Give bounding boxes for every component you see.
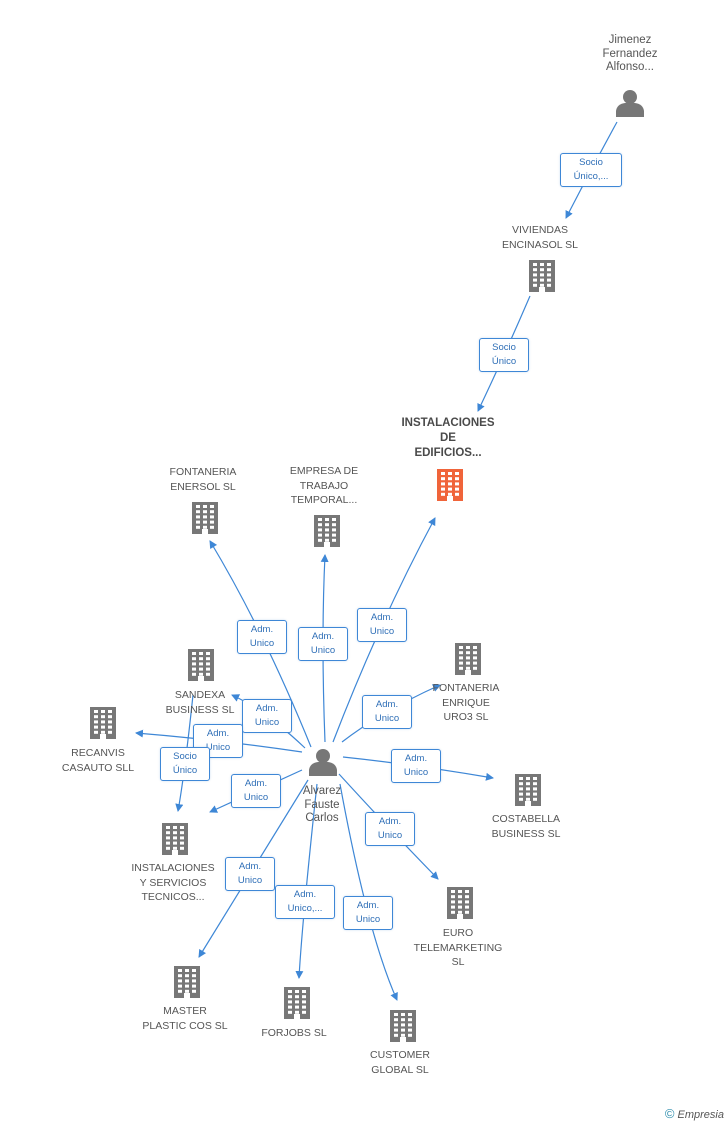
- edge-label[interactable]: Adm. Unico: [343, 896, 393, 930]
- node-label-customer-global[interactable]: CUSTOMER GLOBAL SL: [370, 1049, 430, 1076]
- building-icon[interactable]: [314, 515, 340, 547]
- node-label-viviendas[interactable]: VIVIENDAS ENCINASOL SL: [501, 224, 579, 251]
- building-icon[interactable]: [455, 643, 481, 675]
- building-icon[interactable]: [174, 966, 200, 998]
- edge-label[interactable]: Adm. Unico: [237, 620, 287, 654]
- edge-label[interactable]: Adm. Unico: [365, 812, 415, 846]
- building-icon[interactable]: [390, 1010, 416, 1042]
- node-label-instalaciones[interactable]: INSTALACIONES DE EDIFICIOS...: [401, 417, 495, 459]
- edge-label[interactable]: Adm. Unico: [225, 857, 275, 891]
- node-label-master-plastic[interactable]: MASTER PLASTIC COS SL: [142, 1005, 228, 1032]
- node-label-sandexa[interactable]: SANDEXA BUSINESS SL: [165, 689, 235, 716]
- node-label-recanvis[interactable]: RECANVIS CASAUTO SLL: [61, 747, 135, 774]
- edge-label[interactable]: Adm. Unico: [193, 724, 243, 758]
- node-label-inst-servicios[interactable]: INSTALACIONES Y SERVICIOS TECNICOS...: [131, 862, 215, 903]
- node-label-euro-tele[interactable]: EURO TELEMARKETING SL: [413, 927, 503, 968]
- edge-label[interactable]: Adm. Unico: [362, 695, 412, 729]
- node-label-fontaneria-enrique[interactable]: FONTANERIA ENRIQUE URO3 SL: [432, 682, 500, 723]
- edge-label[interactable]: Adm. Unico: [357, 608, 407, 642]
- person-icon[interactable]: [309, 749, 337, 776]
- node-label-empresa-trabajo[interactable]: EMPRESA DE TRABAJO TEMPORAL...: [289, 465, 359, 506]
- building-icon[interactable]: [188, 649, 214, 681]
- edge-label[interactable]: Socio Único: [479, 338, 529, 372]
- copyright-symbol: ©: [664, 1106, 675, 1121]
- node-label-alvarez[interactable]: Alvarez Fauste Carlos: [302, 785, 342, 824]
- building-icon[interactable]: [437, 469, 463, 501]
- building-icon[interactable]: [162, 823, 188, 855]
- node-label-forjobs[interactable]: FORJOBS SL: [261, 1027, 327, 1039]
- edge-label[interactable]: Adm. Unico: [391, 749, 441, 783]
- building-icon[interactable]: [284, 987, 310, 1019]
- building-icon[interactable]: [515, 774, 541, 806]
- building-icon[interactable]: [192, 502, 218, 534]
- building-icon[interactable]: [529, 260, 555, 292]
- edge-label[interactable]: Socio Único: [160, 747, 210, 781]
- node-label-costabella[interactable]: COSTABELLA BUSINESS SL: [491, 813, 561, 840]
- brand-name: Empresia: [677, 1109, 724, 1121]
- edge-label[interactable]: Adm. Unico,...: [275, 885, 335, 919]
- node-label-jimenez[interactable]: Jimenez Fernandez Alfonso...: [602, 34, 658, 73]
- node-label-fontaneria-enersol[interactable]: FONTANERIA ENERSOL SL: [169, 466, 237, 493]
- edge-label[interactable]: Adm. Unico: [242, 699, 292, 733]
- footer-brand[interactable]: © Empresia: [665, 1106, 724, 1121]
- person-icon[interactable]: [616, 90, 644, 117]
- edge-label[interactable]: Adm. Unico: [298, 627, 348, 661]
- edge-label[interactable]: Adm. Unico: [231, 774, 281, 808]
- edge-label[interactable]: Socio Único,...: [560, 153, 622, 187]
- building-icon[interactable]: [90, 707, 116, 739]
- building-icon[interactable]: [447, 887, 473, 919]
